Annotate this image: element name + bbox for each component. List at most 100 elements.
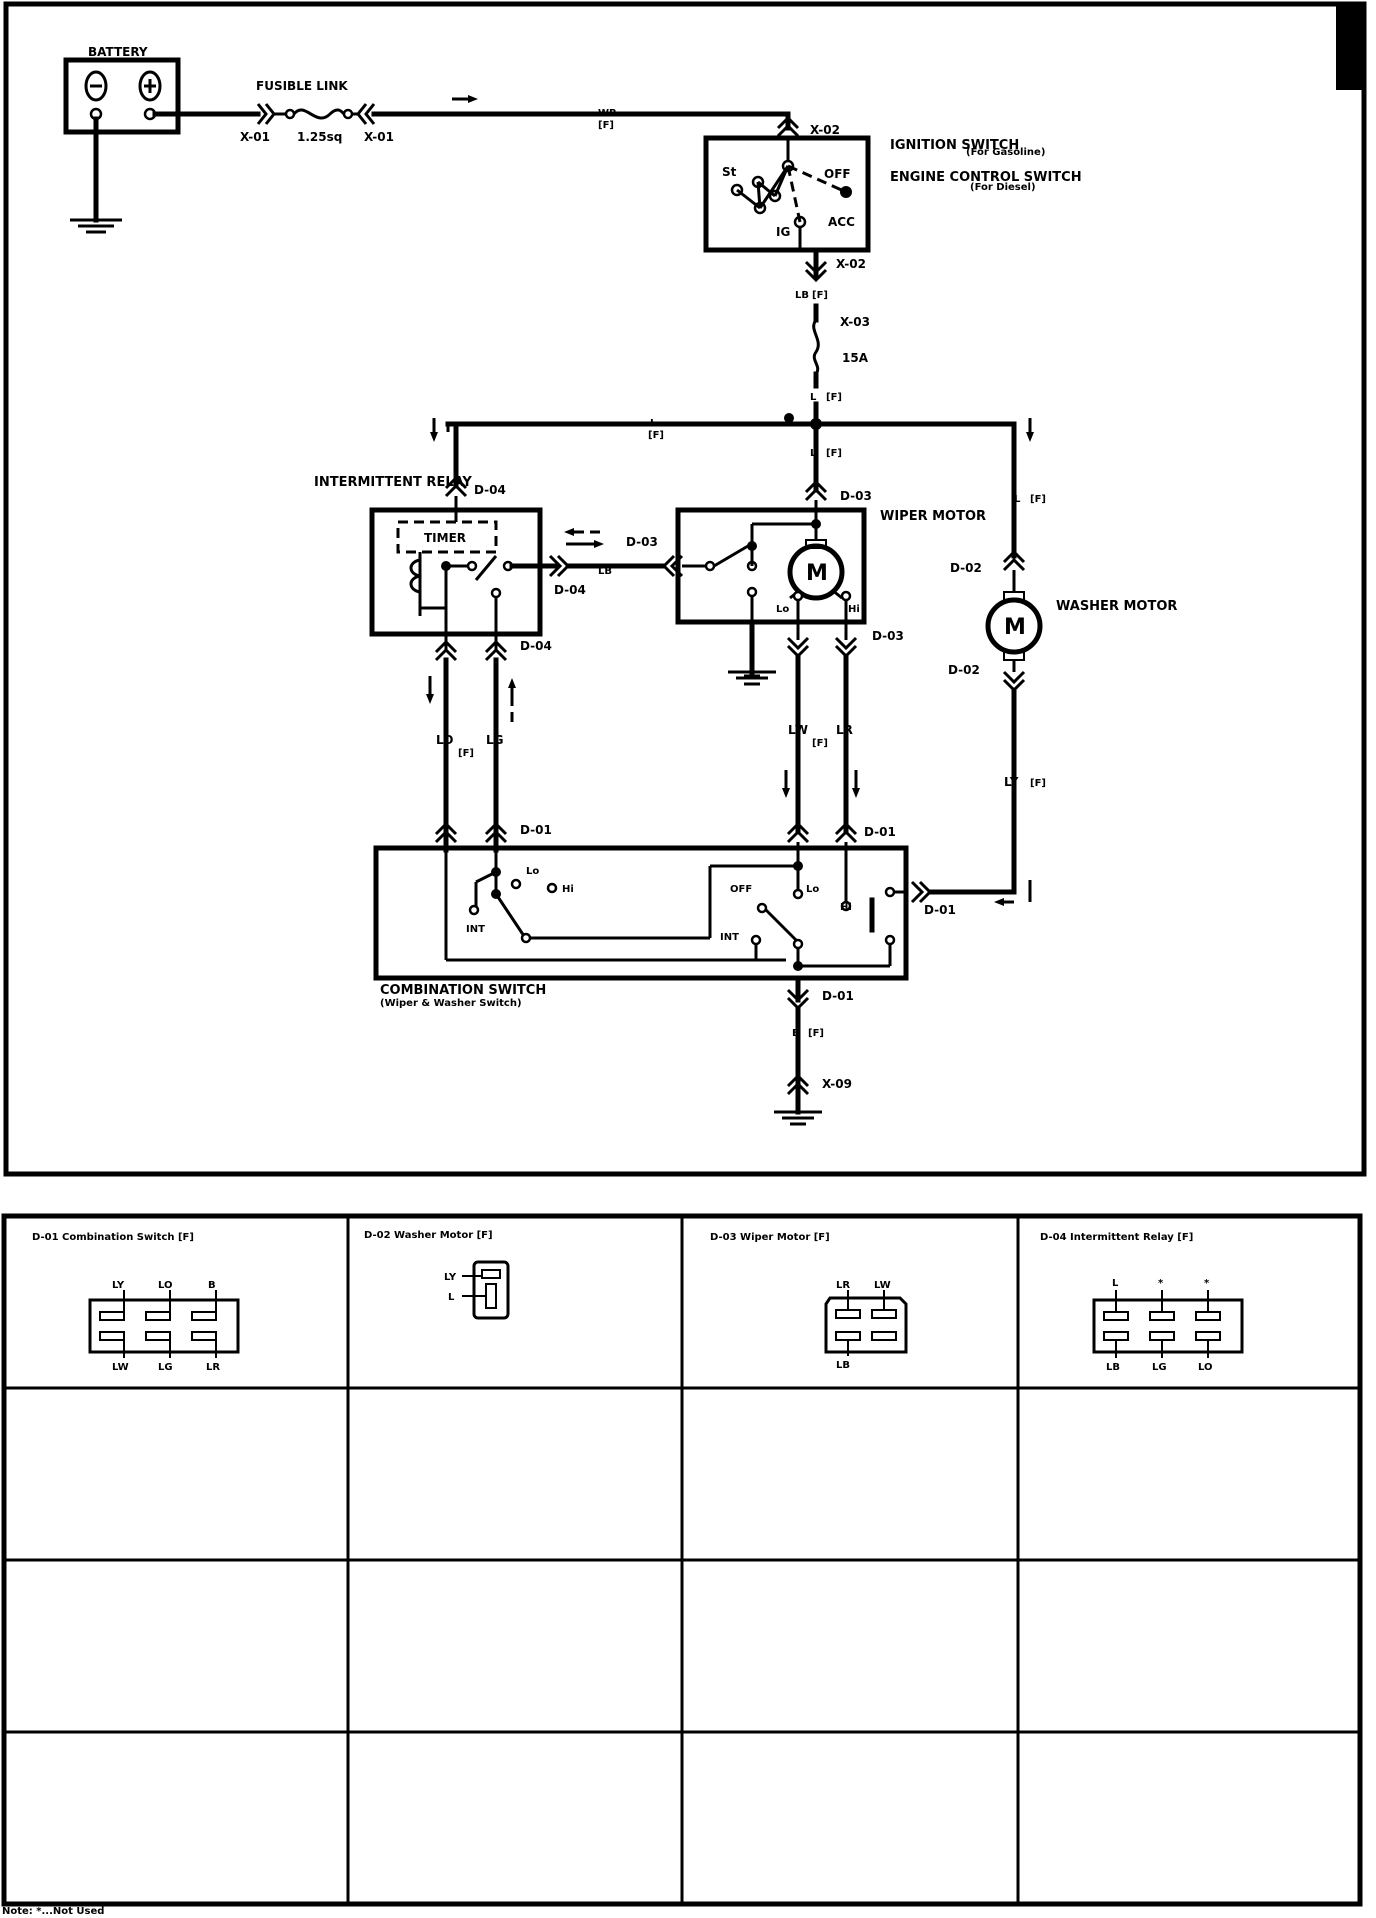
ignition-ig-label: IG bbox=[776, 225, 790, 239]
combo-hi-label-right: Hi bbox=[840, 902, 852, 913]
d01-pin-b: B bbox=[208, 1280, 216, 1291]
d02-label-top: D-02 bbox=[950, 561, 982, 575]
d04-pin-not-used-2: * bbox=[1204, 1278, 1210, 1289]
d04-label-right: D-04 bbox=[554, 583, 586, 597]
d04-top-connector: D-04 bbox=[444, 475, 506, 498]
washer-motor: D-02 M D-02 bbox=[948, 549, 1043, 693]
d04-label-bottom: D-04 bbox=[520, 639, 552, 653]
ly-wire bbox=[953, 687, 1017, 895]
l-wire-f-label-washer: [F] bbox=[1030, 494, 1046, 505]
fusible-size-label: 1.25sq bbox=[297, 130, 342, 144]
combo-int-label-right: INT bbox=[720, 932, 739, 943]
d01-right-connector: D-01 bbox=[910, 880, 959, 917]
for-gasoline-label: (For Gasoline) bbox=[966, 147, 1045, 158]
d04-table-title: D-04 Intermittent Relay [F] bbox=[1040, 1232, 1193, 1243]
current-arrow-dashed: D-03 bbox=[564, 528, 658, 549]
wr-wire-label: WR bbox=[598, 108, 617, 119]
ground-symbol bbox=[70, 218, 122, 234]
combo-off-label: OFF bbox=[730, 884, 752, 895]
l-wire-label-fuse: L bbox=[810, 392, 817, 403]
d03-pin-lb: LB bbox=[836, 1360, 850, 1371]
wr-wire bbox=[371, 111, 791, 131]
d01-label-left: D-01 bbox=[520, 823, 552, 837]
wiper-motor-label: WIPER MOTOR bbox=[880, 509, 986, 524]
combo-lo-label-left: Lo bbox=[526, 866, 539, 877]
x02-label-top: X-02 bbox=[810, 123, 840, 137]
d04-connector-face: L * * LB LG LO bbox=[1092, 1278, 1244, 1373]
current-arrow-lw bbox=[782, 770, 790, 798]
current-arrow-lr bbox=[852, 770, 860, 798]
current-arrow-left-bus bbox=[430, 418, 450, 442]
d01-pin-lg: LG bbox=[158, 1362, 173, 1373]
x01-label-right: X-01 bbox=[364, 130, 394, 144]
d03-label-top: D-03 bbox=[840, 489, 872, 503]
fuse-15a: X-03 15A bbox=[812, 303, 870, 389]
intermittent-relay-label: INTERMITTENT RELAY bbox=[314, 475, 472, 490]
combination-switch-sublabel: (Wiper & Washer Switch) bbox=[380, 998, 522, 1009]
d04-pin-l: L bbox=[1112, 1278, 1119, 1289]
ignition-switch-label: IGNITION SWITCH bbox=[890, 138, 1019, 153]
l-wire-label-wiper: L bbox=[810, 448, 817, 459]
d04-pin-lg: LG bbox=[1152, 1362, 1167, 1373]
combo-hi-label-left: Hi bbox=[562, 884, 574, 895]
battery-label: BATTERY bbox=[88, 45, 148, 59]
lo-wire-label: LO bbox=[436, 733, 453, 747]
wr-wire-f-label: [F] bbox=[598, 120, 614, 131]
lb-wire-label: LB bbox=[598, 566, 612, 577]
wiper-lo-label: Lo bbox=[776, 604, 789, 615]
wiper-ground-symbol bbox=[728, 619, 776, 686]
ignition-st-label: St bbox=[722, 165, 737, 179]
engine-control-switch-label: ENGINE CONTROL SWITCH bbox=[890, 170, 1082, 185]
fusible-link: FUSIBLE LINK X-01 1.25sq X-01 bbox=[240, 79, 394, 144]
d01-label-right: D-01 bbox=[864, 825, 896, 839]
lw-lr-f-label: [F] bbox=[812, 738, 828, 749]
intermittent-relay: TIMER bbox=[369, 496, 559, 652]
combo-lo-label-right: Lo bbox=[806, 884, 819, 895]
d01-pin-lr: LR bbox=[206, 1362, 220, 1373]
fusible-link-label: FUSIBLE LINK bbox=[256, 79, 348, 93]
d01-label-bottom: D-01 bbox=[822, 989, 854, 1003]
connector-table: D-01 Combination Switch [F] LY LO B LW L… bbox=[1, 1213, 1363, 1907]
d02-label-bottom: D-02 bbox=[948, 663, 980, 677]
x02-label-bottom: X-02 bbox=[836, 257, 866, 271]
d01-pin-lo: LO bbox=[158, 1280, 173, 1291]
d01-connector-face: LY LO B LW LG LR bbox=[88, 1280, 240, 1373]
d03-connector-face: LR LW LB bbox=[824, 1280, 908, 1371]
lb-wire-f-label-ign: [F] bbox=[812, 290, 828, 301]
d03-table-title: D-03 Wiper Motor [F] bbox=[710, 1232, 830, 1243]
l-bus-f-label: [F] bbox=[648, 430, 664, 441]
ignition-off-label: OFF bbox=[824, 167, 851, 181]
ignition-switch: X-02 St OFF IG ACC bbox=[703, 115, 871, 253]
d02-connector-face: LY L bbox=[444, 1260, 510, 1320]
x02-lower-connector: X-02 bbox=[804, 247, 866, 283]
d01-label-washer: D-01 bbox=[924, 903, 956, 917]
d02-pin-ly: LY bbox=[444, 1272, 457, 1283]
d03-label-bottom: D-03 bbox=[872, 629, 904, 643]
ly-wire-f-label: [F] bbox=[1030, 778, 1046, 789]
combination-switch-label: COMBINATION SWITCH bbox=[380, 983, 546, 998]
l-wire-f-label-fuse: [F] bbox=[826, 392, 842, 403]
d04-right-connector: D-04 bbox=[548, 554, 586, 597]
lb-wire-label-ign: LB bbox=[795, 290, 809, 301]
current-arrow-right-bus bbox=[1026, 418, 1034, 442]
x09-label: X-09 bbox=[822, 1077, 852, 1091]
x03-label: X-03 bbox=[840, 315, 870, 329]
fuse-rating-label: 15A bbox=[842, 351, 869, 365]
timer-label: TIMER bbox=[424, 531, 466, 545]
combo-int-label-left: INT bbox=[466, 924, 485, 935]
lg-wire-label: LG bbox=[486, 733, 504, 747]
l-bus-label: L bbox=[650, 418, 657, 429]
b-wire-label: B bbox=[792, 1028, 800, 1039]
b-wire-f-label: [F] bbox=[808, 1028, 824, 1039]
d03-pin-lw: LW bbox=[874, 1280, 891, 1291]
current-arrow-lg bbox=[508, 678, 516, 724]
l-wire-f-label-wiper: [F] bbox=[826, 448, 842, 459]
d02-table-title: D-02 Washer Motor [F] bbox=[364, 1230, 493, 1241]
washer-motor-label: WASHER MOTOR bbox=[1056, 599, 1177, 614]
wiper-motor-m: M bbox=[806, 561, 828, 586]
not-used-note: Note: *...Not Used bbox=[2, 1906, 104, 1917]
x01-label-left: X-01 bbox=[240, 130, 270, 144]
ly-wire-label: LY bbox=[1004, 775, 1019, 789]
d04-bottom-connectors: D-04 bbox=[434, 639, 552, 662]
d03-top-connector: D-03 bbox=[804, 479, 872, 503]
